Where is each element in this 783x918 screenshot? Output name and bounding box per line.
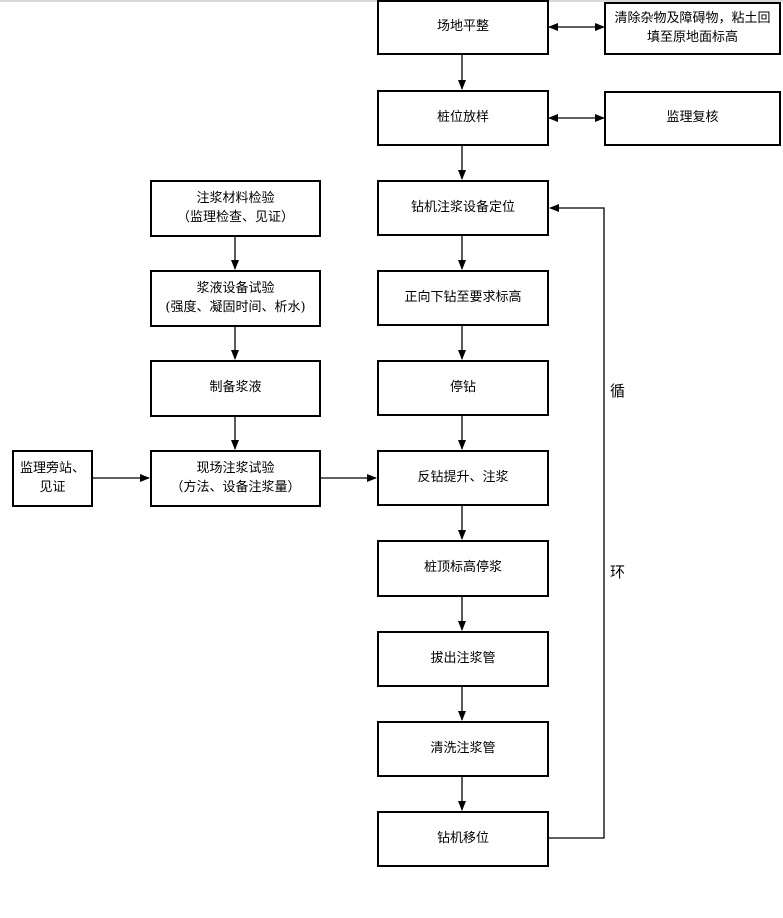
- label-pile-top-stop: 桩顶标高停浆: [423, 560, 502, 576]
- label-supervisor-witness: 监理旁站、见证: [19, 460, 85, 495]
- label-stop-drilling: 停钻: [449, 379, 476, 395]
- box-move-rig: 钻机移位: [377, 811, 549, 867]
- box-supervisor-witness: 监理旁站、见证: [12, 450, 93, 507]
- label-field-test: 现场注浆试验: [196, 460, 275, 476]
- box-pile-top-stop: 桩顶标高停浆: [377, 540, 549, 597]
- box-field-test: 现场注浆试验 （方法、设备注浆量）: [150, 450, 321, 507]
- label-slurry-test: 浆液设备试验: [196, 280, 275, 296]
- label-clear-debris: 清除杂物及障碍物，粘土回填至原地面标高: [614, 10, 771, 45]
- box-supervisor-recheck: 监理复核: [604, 91, 781, 146]
- label-move-rig: 钻机移位: [436, 830, 489, 846]
- label-pull-pipe: 拔出注浆管: [430, 650, 496, 666]
- loop-label-char2: 环: [610, 563, 626, 581]
- box-prepare-slurry: 制备浆液: [150, 360, 321, 417]
- box-clean-pipe: 清洗注浆管: [377, 721, 549, 777]
- label-drill-down: 正向下钻至要求标高: [404, 289, 522, 305]
- box-site-leveling: 场地平整: [377, 0, 549, 55]
- label-material-inspection: 注浆材料检验: [196, 190, 275, 206]
- label-slurry-test-sub: (强度、凝固时间、析水): [165, 299, 306, 315]
- label-reverse-grout: 反钻提升、注浆: [417, 469, 509, 485]
- box-pull-pipe: 拔出注浆管: [377, 631, 549, 687]
- label-rig-positioning: 钻机注浆设备定位: [410, 199, 515, 215]
- box-reverse-grout: 反钻提升、注浆: [377, 450, 549, 506]
- box-rig-positioning: 钻机注浆设备定位: [377, 180, 549, 236]
- box-clear-debris: 清除杂物及障碍物，粘土回填至原地面标高: [604, 2, 781, 55]
- label-material-inspection-sub: （监理检查、见证）: [176, 209, 294, 225]
- label-prepare-slurry: 制备浆液: [209, 380, 262, 396]
- loop-back-arrow: [549, 204, 605, 839]
- label-pile-layout: 桩位放样: [436, 109, 489, 125]
- box-drill-down: 正向下钻至要求标高: [377, 270, 549, 326]
- label-supervisor-recheck: 监理复核: [666, 110, 719, 126]
- loop-label-char1: 循: [610, 382, 626, 400]
- label-clean-pipe: 清洗注浆管: [430, 740, 496, 756]
- box-stop-drilling: 停钻: [377, 360, 549, 416]
- label-site-leveling: 场地平整: [436, 19, 489, 35]
- box-pile-layout: 桩位放样: [377, 90, 549, 146]
- box-material-inspection: 注浆材料检验 （监理检查、见证）: [150, 180, 321, 237]
- box-slurry-test: 浆液设备试验 (强度、凝固时间、析水): [150, 270, 321, 327]
- label-field-test-sub: （方法、设备注浆量）: [170, 479, 301, 495]
